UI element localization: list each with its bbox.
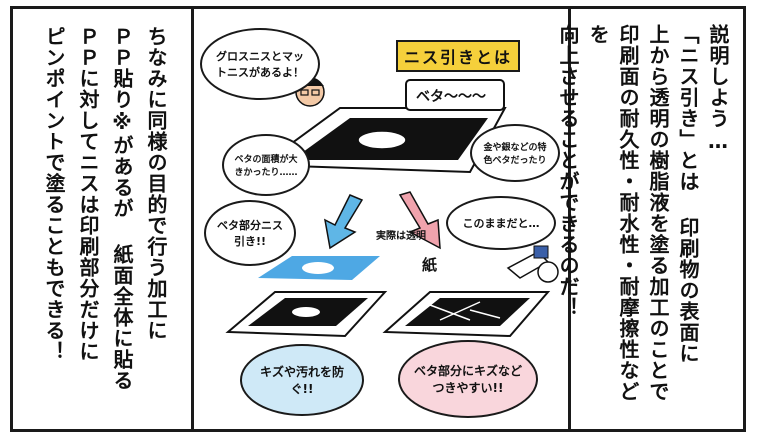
damage-bubble: ベタ部分にキズなどつきやすい!! bbox=[398, 340, 538, 418]
beta-nisu-bubble: ベタ部分ニス引き!! bbox=[204, 200, 296, 266]
nisu-banner: ニス引きとは bbox=[396, 40, 520, 72]
gold-silver-bubble: 金や銀などの特色ベタだったり bbox=[470, 124, 560, 182]
beta-speech-text: ベタ〜〜〜 bbox=[416, 86, 486, 106]
scratch-protect-bubble: キズや汚れを防ぐ!! bbox=[240, 344, 364, 416]
gloss-matte-bubble: グロスニスとマットニスがあるよ！ bbox=[200, 28, 320, 100]
jissai-label: 実際は透明 bbox=[376, 230, 426, 244]
beta-area-bubble: ベタの面積が大きかったり…… bbox=[222, 134, 310, 196]
kono-mama-bubble: このままだと… bbox=[446, 196, 556, 250]
kami-label: 紙 bbox=[422, 254, 437, 275]
